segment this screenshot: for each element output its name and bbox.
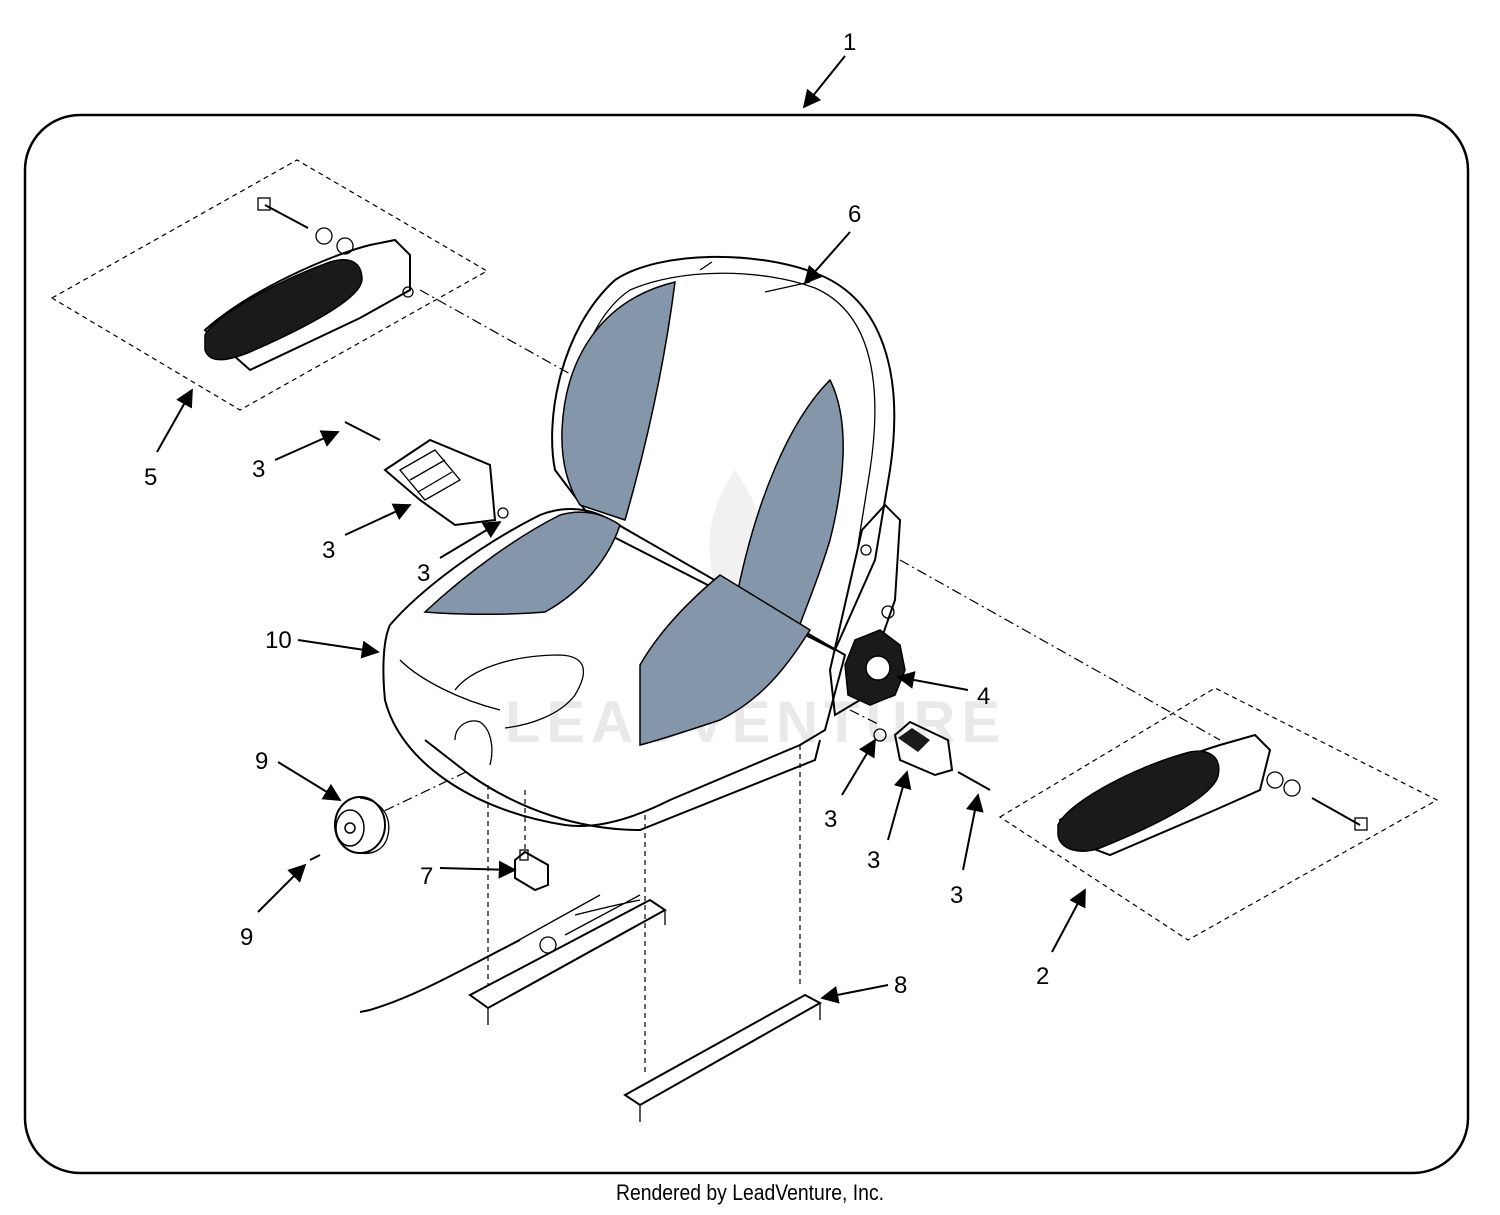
callout-3-a: 3 xyxy=(252,456,265,483)
seatbelt-buckle-right xyxy=(873,720,991,791)
callout-1: 1 xyxy=(843,29,856,56)
callout-10: 10 xyxy=(265,627,292,654)
callout-3-f: 3 xyxy=(950,882,963,909)
callout-5: 5 xyxy=(144,464,157,491)
watermark-text: LEADVENTURE xyxy=(505,690,1006,755)
callout-4: 4 xyxy=(977,683,990,710)
cushion-panel-right xyxy=(639,574,812,746)
callout-3-d: 3 xyxy=(824,806,837,833)
seat-rail-right xyxy=(623,993,823,1122)
armrest-left-grip xyxy=(204,259,363,361)
seat xyxy=(382,255,902,832)
assembly-frame xyxy=(23,113,1470,1175)
assembly-center-lines xyxy=(381,289,1221,1075)
armrest-right-grip xyxy=(1057,750,1220,852)
armrest-left xyxy=(203,197,414,372)
armrest-left-group-box xyxy=(50,159,489,411)
armrest-right xyxy=(1057,733,1368,857)
lumbar-knob xyxy=(844,629,906,706)
seatbelt-buckle-left xyxy=(344,421,509,527)
cushion-panel-left xyxy=(423,511,621,615)
seat-rail-left xyxy=(359,894,667,1025)
callout-3-e: 3 xyxy=(867,847,880,874)
adjust-knob xyxy=(309,796,390,861)
callout-9-a: 9 xyxy=(255,748,268,775)
callout-2: 2 xyxy=(1036,963,1049,990)
leader-arrows xyxy=(156,55,1086,1004)
callout-6: 6 xyxy=(848,201,861,228)
backrest-panel-right xyxy=(734,378,844,642)
callout-8: 8 xyxy=(894,972,907,999)
armrest-right-group-box xyxy=(998,687,1439,941)
callout-3-c: 3 xyxy=(417,560,430,587)
footer-credit: Rendered by LeadVenture, Inc. xyxy=(615,1180,885,1205)
callout-labels: 1 6 5 3 3 3 10 4 3 3 3 2 9 9 7 8 xyxy=(144,29,1049,999)
callout-3-b: 3 xyxy=(322,537,335,564)
callout-7: 7 xyxy=(420,863,433,890)
backrest-panel-left xyxy=(561,281,676,521)
callout-9-b: 9 xyxy=(240,924,253,951)
seat-switch xyxy=(514,849,549,892)
